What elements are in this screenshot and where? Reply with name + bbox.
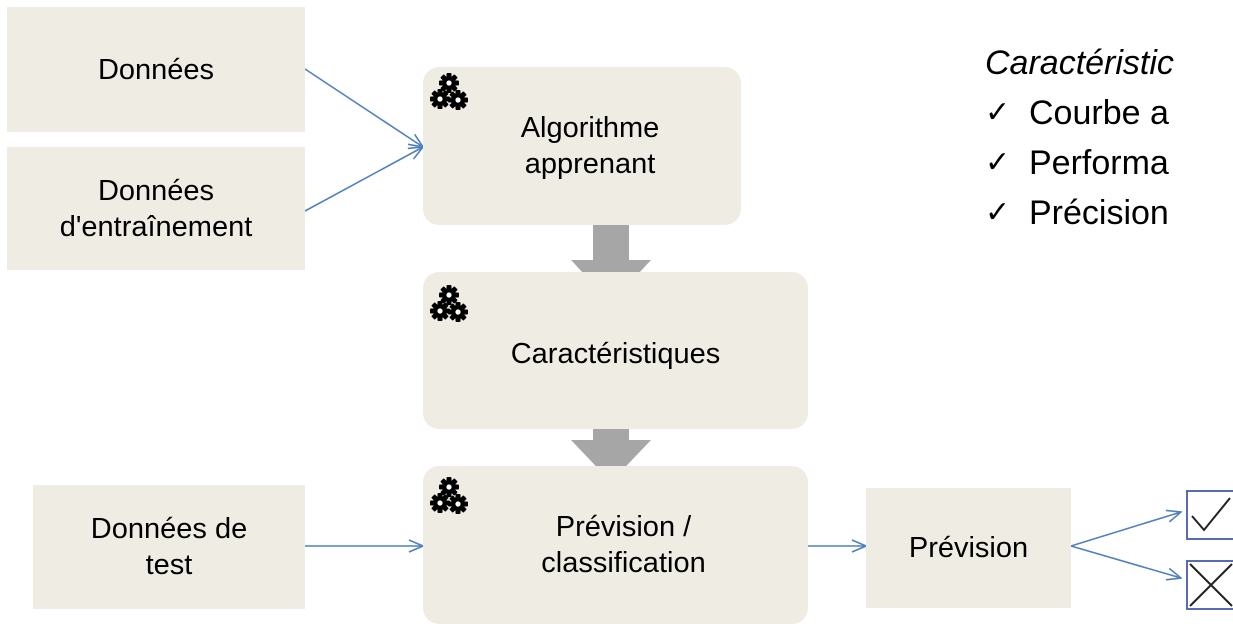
characteristics-item-label: Performa — [1029, 144, 1169, 182]
arrow-prediction-to-fail — [1070, 545, 1181, 578]
node-prediction-classification-label: Prévision / classification — [541, 511, 706, 579]
node-training-data-label: Données d'entraînement — [59, 174, 253, 243]
arrow-prediction-to-pass — [1070, 512, 1181, 547]
crossed-box-icon — [1186, 560, 1233, 610]
characteristics-item: ✓ Courbe a — [985, 88, 1233, 138]
checked-box-icon — [1186, 490, 1233, 540]
arrow-data-to-algorithm — [304, 68, 423, 147]
node-prediction-classification: Prévision / classification — [423, 466, 808, 624]
characteristics-item: ✓ Précision — [985, 188, 1233, 238]
node-test-data: Données de test — [33, 485, 305, 609]
node-prediction: Prévision — [866, 488, 1071, 608]
node-features: Caractéristiques — [423, 272, 808, 429]
arrow-training-to-algorithm — [304, 147, 423, 212]
characteristics-item: ✓ Performa — [985, 138, 1233, 188]
node-training-data: Données d'entraînement — [7, 147, 305, 270]
characteristics-panel: Caractéristic ✓ Courbe a ✓ Performa ✓ Pr… — [985, 38, 1233, 238]
node-learning-algorithm: Algorithme apprenant — [423, 67, 741, 225]
node-test-data-label: Données de test — [90, 513, 248, 581]
node-prediction-label: Prévision — [908, 532, 1029, 564]
characteristics-item-label: Courbe a — [1029, 94, 1169, 132]
checkmark-icon: ✓ — [985, 146, 1011, 179]
gears-icon — [430, 285, 468, 322]
node-data: Données — [7, 7, 305, 132]
gears-icon — [430, 73, 468, 110]
gears-icon — [430, 477, 468, 514]
characteristics-list: ✓ Courbe a ✓ Performa ✓ Précision — [985, 88, 1233, 238]
node-data-label: Données — [97, 53, 215, 86]
characteristics-item-label: Précision — [1029, 194, 1169, 232]
checkmark-icon: ✓ — [985, 196, 1011, 229]
characteristics-title: Caractéristic — [985, 44, 1174, 82]
node-learning-algorithm-label: Algorithme apprenant — [520, 112, 660, 180]
checkmark-icon: ✓ — [985, 96, 1011, 129]
node-features-label: Caractéristiques — [510, 337, 721, 370]
